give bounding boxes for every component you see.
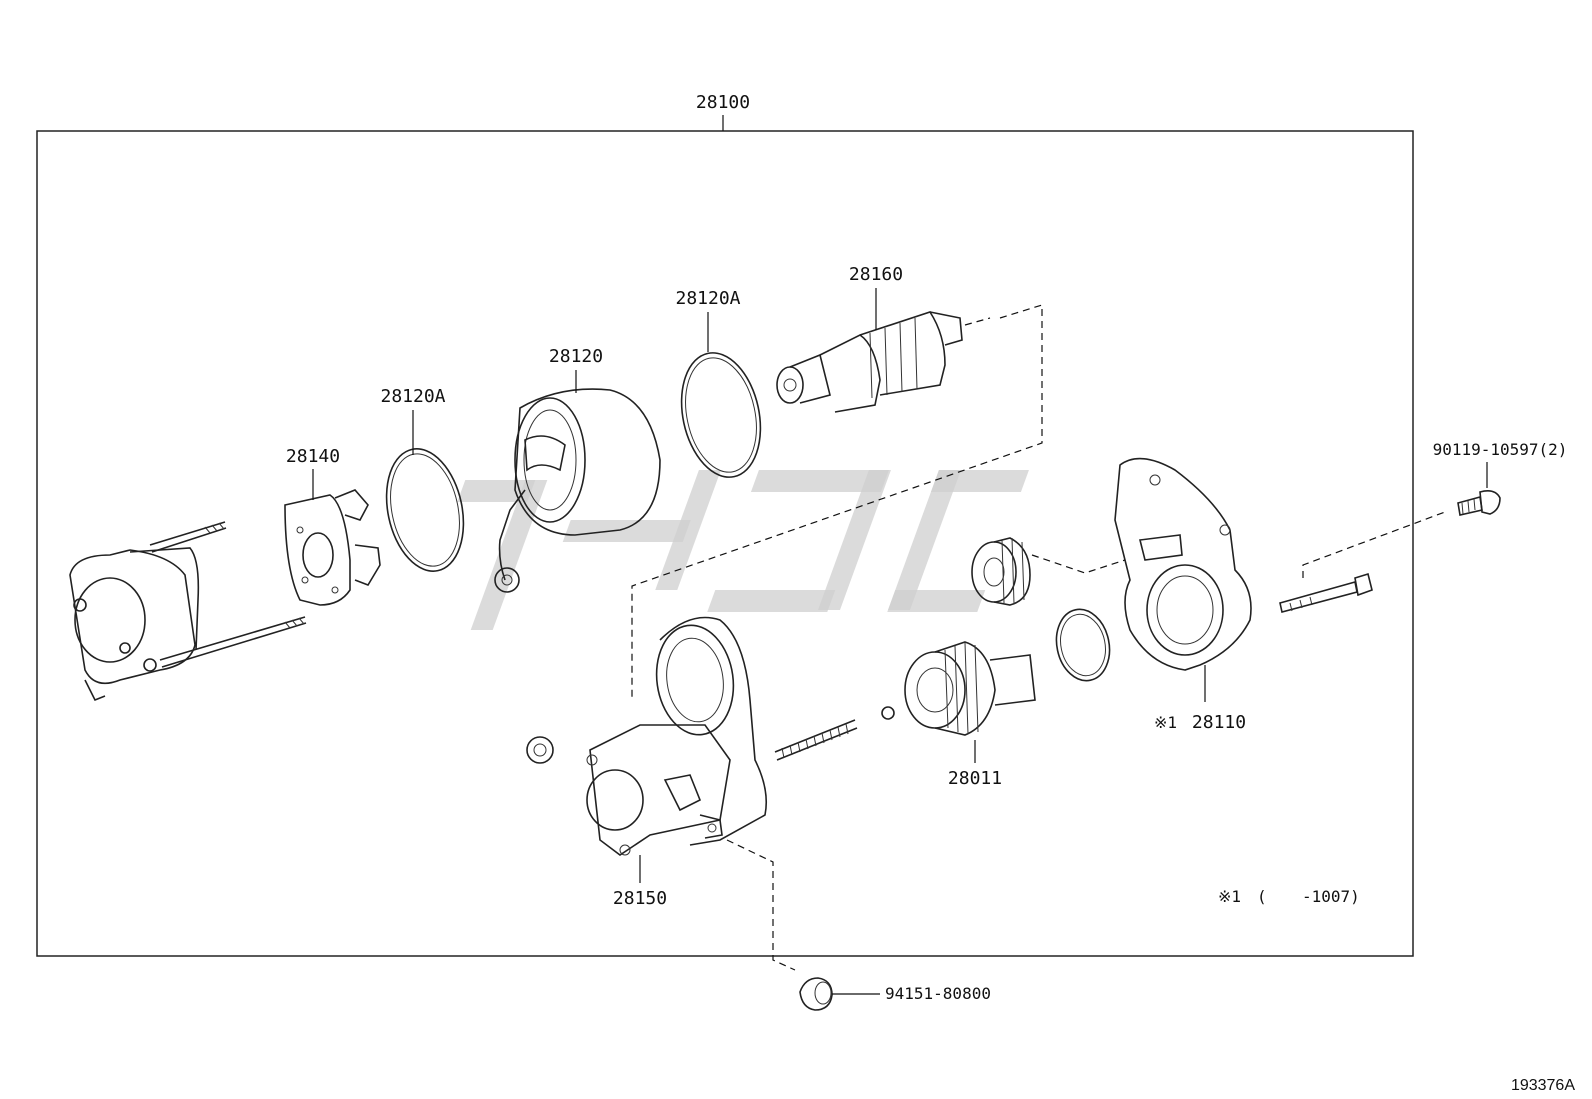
dashed-guide-armature [631, 304, 1043, 700]
assembly-frame [36, 130, 1414, 957]
part-28120-label: 28120 [549, 346, 603, 367]
part-28120a-left-label: 28120A [380, 386, 445, 407]
brush-holder-part [284, 489, 381, 606]
starter-housing-part [586, 616, 768, 856]
dashed-guide-bolt [1302, 511, 1446, 578]
pinion-clutch-part [904, 641, 1036, 736]
o-ring-left-part [385, 448, 465, 572]
small-o-ring-part [1055, 608, 1111, 682]
dashed-guide-gear [1031, 554, 1126, 574]
spring-part [774, 719, 858, 761]
yoke-part [494, 388, 661, 593]
footnote-open: ( [1257, 887, 1267, 906]
armature-part [776, 311, 991, 413]
idler-gear-part [971, 537, 1031, 606]
nut-part-label: 94151-80800 [885, 984, 991, 1003]
part-28110-mark: ※1 [1154, 713, 1177, 732]
end-frame-part [69, 521, 307, 702]
ball-part [881, 706, 895, 720]
part-28140-label: 28140 [286, 446, 340, 467]
part-28150-label: 28150 [613, 888, 667, 909]
drive-housing-part [1114, 457, 1252, 671]
part-28110-label: 28110 [1192, 712, 1246, 733]
bolt-90119-part [1457, 490, 1501, 516]
nut-94151-part [799, 977, 833, 1011]
o-ring-right-part [680, 352, 762, 478]
housing-bolt-part [1279, 572, 1373, 613]
part-28120a-right-label: 28120A [675, 288, 740, 309]
figure-id: 193376A [1511, 1077, 1575, 1094]
footnote-mark: ※1 [1218, 887, 1241, 906]
part-28011-label: 28011 [948, 768, 1002, 789]
dashed-guide-nut [726, 839, 796, 971]
assembly-number-label: 28100 [696, 92, 750, 113]
footnote-range: -1007) [1302, 887, 1360, 906]
bushing-part [526, 736, 554, 764]
watermark-logo [457, 470, 1029, 630]
bolt-part-label: 90119-10597(2) [1433, 440, 1568, 459]
part-28160-label: 28160 [849, 264, 903, 285]
